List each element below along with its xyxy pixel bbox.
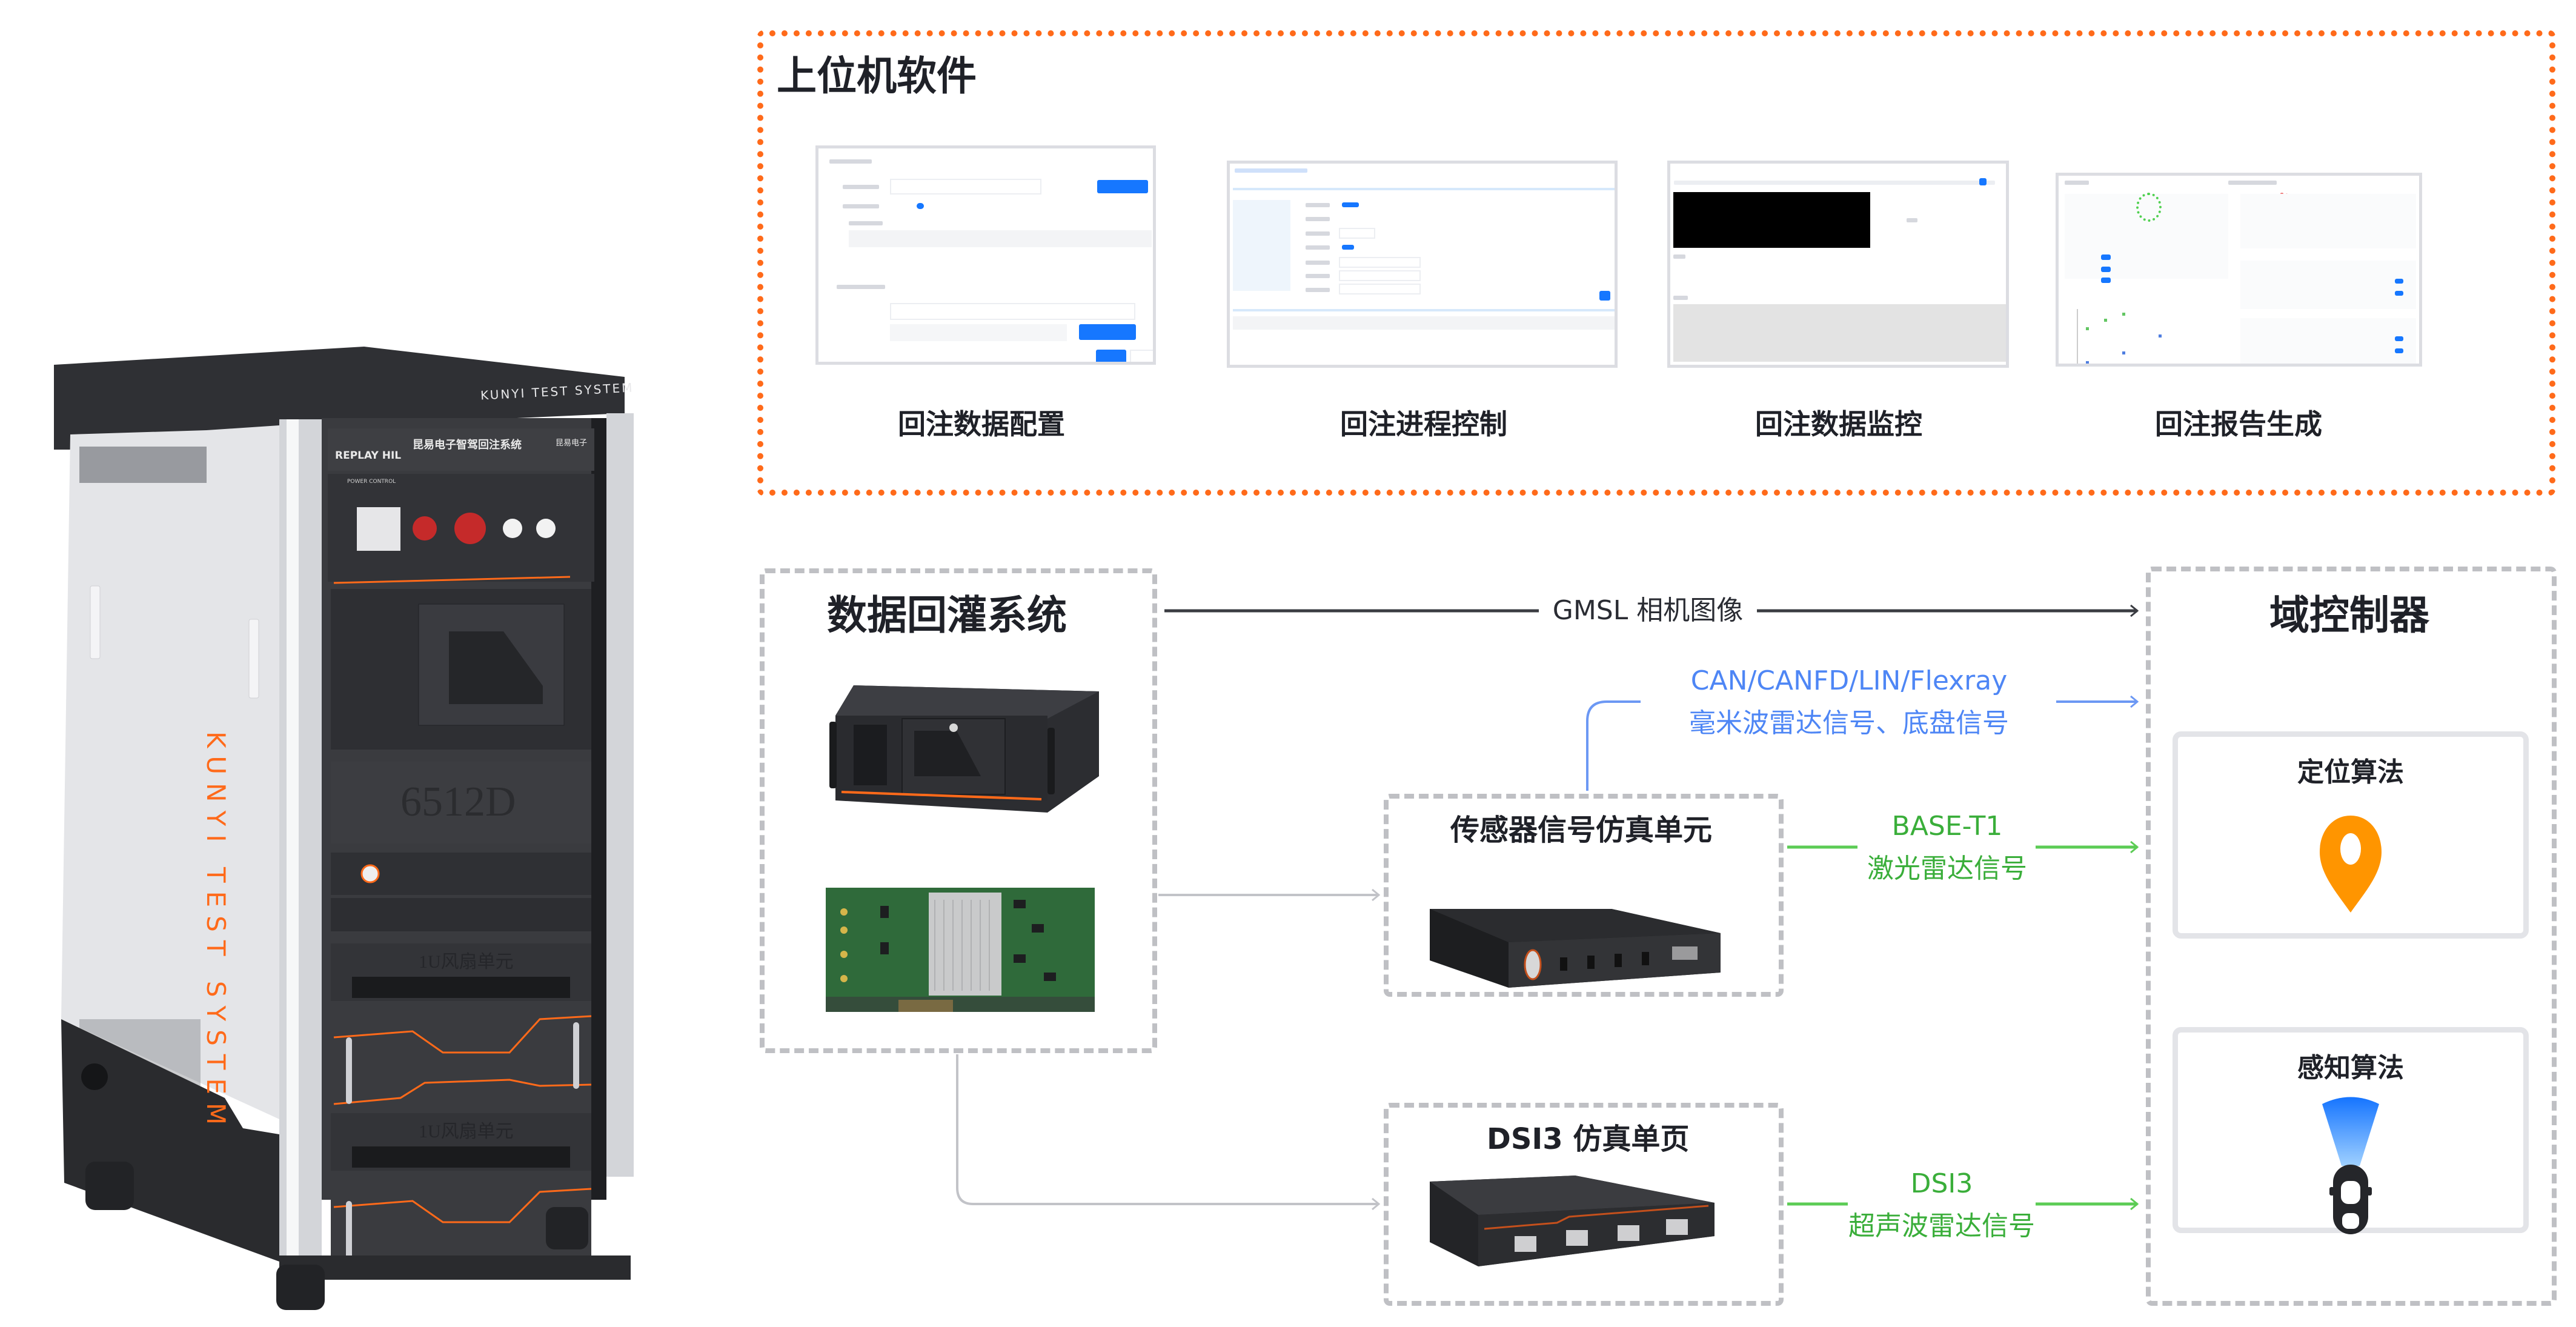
module-label-process-control: 回注进程控制 (1340, 408, 1507, 441)
location-pin-icon (2320, 816, 2382, 913)
base-t1-signal-protocol: BASE-T1 (1891, 811, 2003, 842)
cabinet-fan-unit-1: 1U风扇单元 (419, 952, 514, 972)
can-signal-protocol: CAN/CANFD/LIN/Flexray (1690, 665, 2008, 696)
gmsl-signal-label: GMSL 相机图像 (1552, 595, 1744, 626)
software-section-frame (757, 30, 2555, 496)
thumbnail-report[interactable] (2056, 173, 2422, 367)
module-label-report: 回注报告生成 (2155, 408, 2322, 441)
cabinet-logo-text: 昆易电子 (556, 439, 588, 448)
thumbnail-process-control[interactable] (1227, 161, 1618, 368)
thumbnail-data-monitor[interactable] (1667, 161, 2009, 368)
cabinet-unit-6512d: 6512D (400, 779, 516, 825)
dsi3-unit-device-image (1430, 1176, 1715, 1266)
algo-card-perception[interactable]: 感知算法 (2173, 1027, 2529, 1234)
replay-to-dsi3-line (956, 1054, 1379, 1204)
car-sensing-icon (2322, 1097, 2379, 1234)
module-label-data-config: 回注数据配置 (898, 408, 1065, 441)
software-section-title: 上位机软件 (777, 53, 977, 99)
base-t1-signal-desc: 激光雷达信号 (1867, 853, 2027, 884)
cabinet-power-label: POWER CONTROL (347, 479, 396, 485)
cabinet-drawing (54, 347, 634, 1310)
sensor-unit-frame (1384, 794, 1784, 997)
industrial-pc-chassis-image (817, 685, 1099, 813)
algo-card-localization[interactable]: 定位算法 (2173, 731, 2529, 939)
localization-algo-title: 定位算法 (2297, 757, 2404, 788)
sensor-unit-device-image (1430, 909, 1721, 994)
perception-algo-title: 感知算法 (2297, 1053, 2404, 1083)
replay-system-frame (760, 568, 1157, 1053)
domain-controller-title: 域控制器 (2269, 592, 2429, 639)
cabinet-side-text: KUNYI TEST SYSTEM (201, 731, 231, 1134)
cabinet-header-cn: 昆易电子智驾回注系统 (413, 439, 522, 451)
module-label-data-monitor: 回注数据监控 (1755, 408, 1922, 441)
sensor-unit-title: 传感器信号仿真单元 (1450, 813, 1713, 847)
can-signal-desc: 毫米波雷达信号、底盘信号 (1689, 708, 2009, 739)
replay-system-title: 数据回灌系统 (827, 592, 1067, 639)
cabinet-header-label: REPLAY HIL (335, 450, 402, 462)
hil-cabinet-image: KUNYI TEST SYSTEM REPLAY HIL 昆易电子智驾回注系统 … (25, 347, 637, 1310)
dsi3-signal-protocol: DSI3 (1910, 1168, 1973, 1199)
dsi3-unit-title: DSI3 仿真单页 (1487, 1122, 1690, 1156)
dsi3-signal-desc: 超声波雷达信号 (1848, 1211, 2035, 1242)
can-line-left (1586, 700, 1641, 791)
fpga-pcie-card-image (826, 888, 1095, 1012)
dsi3-unit-frame (1384, 1103, 1784, 1306)
domain-controller-frame (2146, 567, 2557, 1306)
thumbnail-data-config[interactable] (815, 145, 1156, 365)
cabinet-fan-unit-2: 1U风扇单元 (419, 1122, 514, 1142)
